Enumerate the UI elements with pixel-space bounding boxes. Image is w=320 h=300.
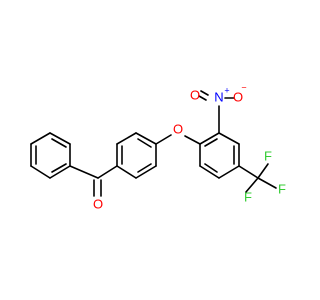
- benzene-ring-right: [199, 132, 240, 179]
- phenyl-ring: [30, 132, 71, 179]
- bond: [199, 132, 220, 145]
- bond: [204, 138, 218, 147]
- bond: [257, 163, 269, 179]
- ether-oxygen-label: O: [173, 121, 183, 136]
- bond: [218, 165, 240, 179]
- bond: [51, 138, 67, 148]
- bond: [51, 163, 67, 173]
- molecule-structure: O O N + O − O F F F: [30, 82, 286, 211]
- bond: [116, 165, 137, 179]
- bond: [155, 134, 172, 145]
- bond: [69, 165, 99, 179]
- bond: [198, 95, 207, 101]
- bond: [137, 138, 152, 148]
- bond: [30, 165, 51, 179]
- bond: [97, 165, 118, 179]
- nitro-oxygen-charge: −: [241, 82, 246, 92]
- nitro-group-bonds: [198, 90, 235, 134]
- nitro-oxygen-label-2: O: [233, 89, 243, 104]
- bond: [49, 132, 71, 145]
- benzene-ring-middle: [116, 132, 157, 179]
- bond: [218, 132, 240, 145]
- bond: [257, 177, 277, 189]
- nitro-nitrogen-charge: +: [224, 85, 229, 95]
- molecule-canvas: O O N + O − O F F F: [30, 82, 287, 212]
- nitro-nitrogen-label: N: [214, 89, 223, 104]
- carbonyl-group: [69, 165, 118, 197]
- nitro-oxygen-label: O: [190, 87, 200, 102]
- bond: [200, 90, 209, 96]
- bond: [204, 163, 218, 173]
- bond: [116, 132, 137, 145]
- trifluoromethyl-bonds: [238, 163, 277, 193]
- bond: [135, 165, 157, 179]
- bond: [137, 163, 152, 173]
- bond: [30, 132, 51, 145]
- fluorine-label-2: F: [244, 189, 252, 204]
- ether-linkage: [155, 134, 201, 145]
- fluorine-label-3: F: [264, 148, 272, 163]
- bond: [199, 165, 220, 179]
- fluorine-label-1: F: [278, 181, 286, 196]
- carbonyl-oxygen-label: O: [93, 196, 103, 211]
- bond: [135, 132, 157, 145]
- bond: [245, 177, 259, 193]
- bond: [49, 165, 71, 179]
- bond: [184, 135, 201, 145]
- bond: [238, 165, 259, 179]
